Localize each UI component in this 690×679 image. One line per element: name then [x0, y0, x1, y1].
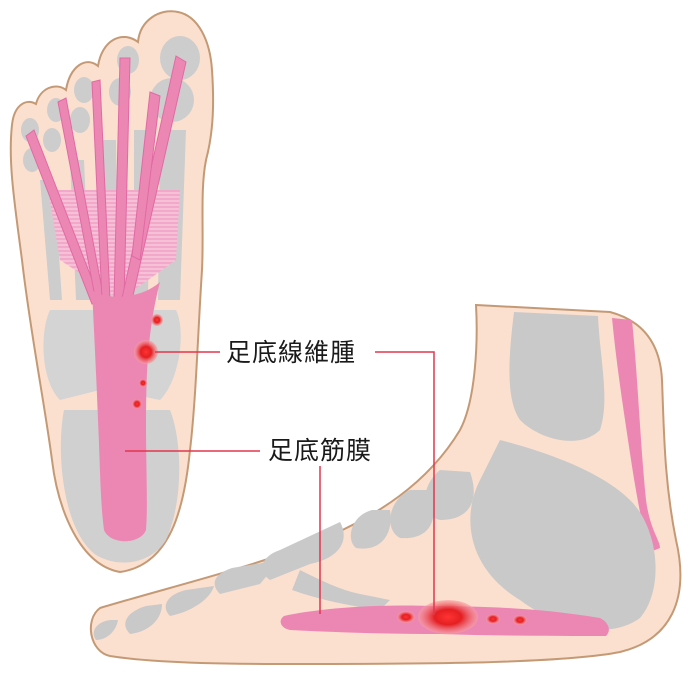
- sole-view: [11, 11, 213, 572]
- fibroma-label: 足底線維腫: [226, 338, 356, 368]
- fascia-label: 足底筋膜: [268, 436, 372, 466]
